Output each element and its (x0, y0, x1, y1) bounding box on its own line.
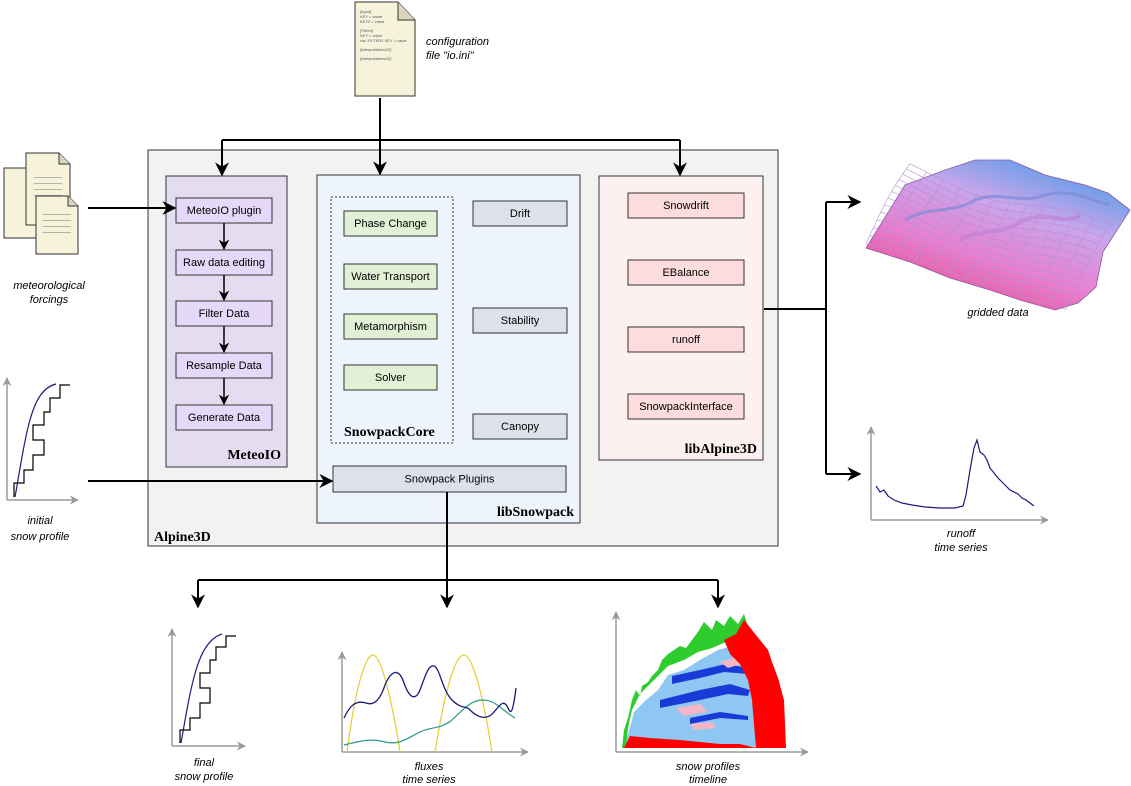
alpine3d-module-snowpackinterface-box (627, 393, 745, 420)
meteoio-step-meteoio-plugin-label: MeteoIO plugin (187, 205, 262, 217)
alpine3d-title: Alpine3D (154, 530, 211, 545)
surface-mesh-line (949, 199, 994, 273)
meteoio-step-raw-data-editing-label: Raw data editing (183, 257, 265, 269)
meteo-forcings-icon (3, 152, 79, 255)
core-module-water-transport-box (343, 263, 438, 290)
alpine3d-module-ebalance-label: EBalance (662, 267, 709, 279)
alpine3d-module-snowdrift-box (627, 192, 745, 219)
meteoio-title: MeteoIO (227, 448, 281, 463)
core-module-phase-change-label: Phase Change (354, 218, 427, 230)
libalpine3d-title: libAlpine3D (685, 442, 757, 457)
meteoio-step-resample-data-box (175, 352, 273, 379)
surface-mesh-line (882, 171, 927, 248)
meteoio-step-raw-data-editing-box (175, 249, 273, 276)
snowpack-module-drift-box (472, 200, 568, 227)
fluxes-navy-curve (343, 665, 517, 719)
config-file-line: [Interpolations2D] (359, 56, 392, 61)
gridded-data-surface (865, 159, 1131, 311)
runoff-label-line2: time series (934, 542, 988, 554)
config-file-label-line1: configuration (426, 36, 489, 48)
final-profile-label-line2: snow profile (175, 771, 234, 783)
gridded-data-label: gridded data (967, 307, 1028, 319)
meteoio-step-generate-data-box (175, 404, 273, 431)
config-file-line: KEY = value (360, 14, 383, 19)
surface-mesh-line (1015, 208, 1061, 295)
libsnowpack-title: libSnowpack (497, 505, 574, 520)
profiles-label-line1: snow profiles (676, 761, 741, 773)
surface-mesh-line (1049, 217, 1094, 305)
alpine3d-module-runoff-label: runoff (672, 334, 701, 346)
connection-arrows (88, 98, 862, 609)
meteoio-step-resample-data-label: Resample Data (186, 360, 263, 372)
core-module-water-transport-label: Water Transport (351, 271, 429, 283)
config-file-line: [Input] (359, 9, 372, 14)
config-file-line: [Filters] (359, 28, 374, 33)
alpine3d-module-runoff-box (627, 326, 745, 353)
core-module-solver-box (343, 364, 438, 391)
config-file-label-line2: file "io.ini" (426, 50, 475, 62)
snowpack-module-stability-box (472, 307, 568, 334)
core-module-phase-change-box (343, 210, 438, 237)
final-profile-label-line1: final (194, 757, 215, 769)
surface-mesh-line (1065, 223, 1111, 310)
meteoio-step-filter-data-label: Filter Data (199, 308, 251, 320)
fluxes-teal-curve (343, 699, 516, 746)
surface-mesh-line (865, 163, 911, 245)
fluxes-label-line1: fluxes (415, 761, 444, 773)
surface-mesh-line (1032, 212, 1077, 300)
config-file-line: KEY2 = value (360, 19, 385, 24)
final-profile-smooth-curve (180, 633, 223, 744)
runoff-plot (866, 426, 1049, 525)
config-file-line: [Interpolations1D] (359, 47, 392, 52)
fluxes-label-line2: time series (402, 774, 456, 786)
alpine3d-module-snowdrift-label: Snowdrift (663, 200, 709, 212)
fluxes-plot (337, 651, 529, 757)
initial-profile-smooth-curve (14, 383, 57, 498)
initial-profile-step-curve (13, 384, 70, 497)
surface-mesh-line (965, 202, 1011, 279)
surface-mesh-line (932, 195, 977, 266)
surface-mesh-line (915, 188, 961, 259)
initial-profile-label-line2: snow profile (11, 531, 70, 543)
snowpackcore-group (330, 196, 454, 444)
runoff-curve (875, 437, 1035, 509)
snowpack-plugins-label: Snowpack Plugins (405, 473, 495, 485)
profiles-label-line2: timeline (689, 774, 727, 786)
snow-profiles-timeline-plot (611, 611, 809, 757)
meteo-forcings-label-line1: meteorological (13, 280, 85, 292)
config-file-line: KEY = value (360, 33, 383, 38)
snowpack-module-canopy-box (472, 413, 568, 440)
initial-profile-plot (2, 377, 79, 505)
snowpack-module-stability-label: Stability (501, 315, 540, 327)
core-module-metamorphism-label: Metamorphism (354, 321, 427, 333)
surface-mesh-line (999, 206, 1044, 290)
alpine3d-module-snowpackinterface-label: SnowpackInterface (639, 401, 733, 413)
meteo-forcings-label-line2: forcings (30, 294, 69, 306)
final-profile-plot (167, 628, 246, 751)
core-module-metamorphism-box (343, 313, 438, 340)
snowpack-module-canopy-label: Canopy (501, 421, 539, 433)
runoff-label-line1: runoff (947, 528, 976, 540)
initial-profile-label-line1: initial (27, 515, 53, 527)
alpine3d-module-ebalance-box (627, 259, 745, 286)
core-module-solver-label: Solver (375, 372, 407, 384)
meteoio-step-generate-data-label: Generate Data (188, 412, 261, 424)
config-file-line: var::FILTER1 KEY = value (360, 38, 407, 43)
final-profile-step-curve (179, 635, 236, 743)
snowpackcore-title: SnowpackCore (344, 425, 435, 440)
snowpack-module-drift-label: Drift (510, 208, 530, 220)
meteoio-step-filter-data-box (175, 300, 273, 327)
